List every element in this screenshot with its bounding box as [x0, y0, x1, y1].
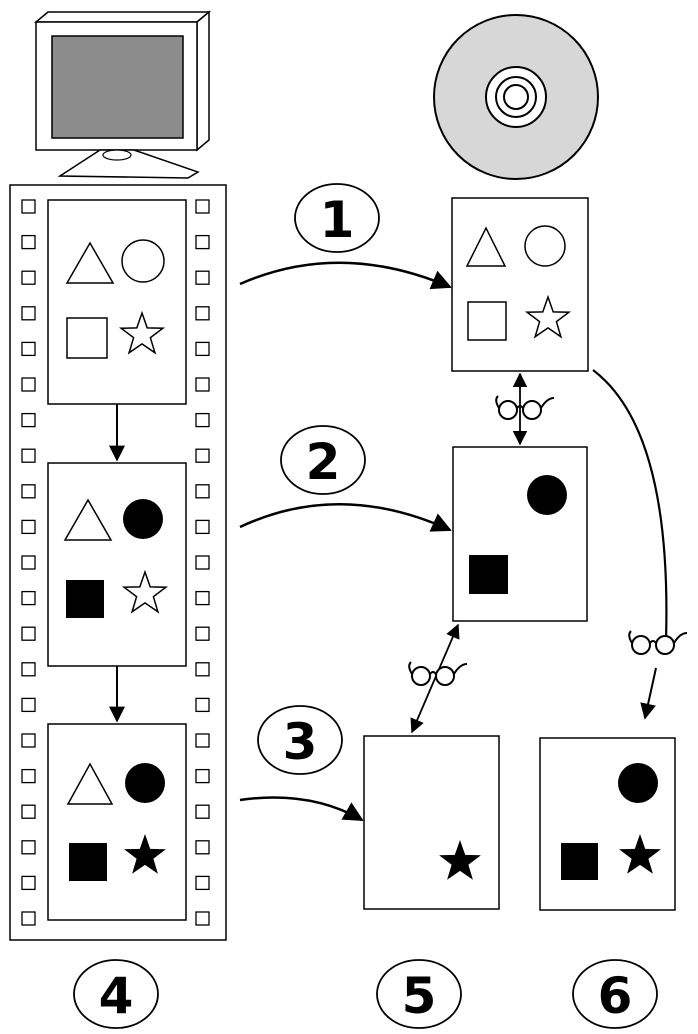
step-3-label: 3 — [283, 713, 318, 771]
film-perforation — [195, 733, 210, 748]
circle-filled — [123, 499, 163, 539]
triangle-outline — [465, 226, 507, 267]
film-perforation — [21, 555, 36, 570]
glasses-icon — [628, 630, 688, 655]
step-1-label: 1 — [320, 191, 355, 249]
film-perforation — [21, 484, 36, 499]
label-5-text: 5 — [402, 967, 437, 1025]
film-perforation — [21, 234, 36, 250]
step-2-label: 2 — [306, 433, 341, 491]
film-frame-3 — [47, 723, 187, 921]
film-perforation — [21, 377, 36, 392]
film-perforation — [195, 234, 210, 250]
output-frame-6 — [539, 737, 676, 911]
film-perforation — [195, 840, 210, 855]
step-1-badge: 1 — [294, 183, 380, 253]
label-5-badge: 5 — [376, 959, 462, 1029]
label-6-badge: 6 — [572, 959, 658, 1029]
square-filled — [69, 843, 107, 881]
film-frame-1 — [47, 199, 187, 405]
film-perforation — [195, 697, 210, 713]
triangle-outline — [65, 241, 115, 284]
arrow-to-6 — [640, 667, 657, 720]
film-perforation — [195, 662, 210, 677]
step-3-badge: 3 — [257, 705, 343, 775]
film-perforation — [195, 199, 210, 214]
film-perforation — [195, 768, 210, 784]
square-filled — [561, 843, 598, 880]
film-perforation — [195, 270, 210, 285]
label-4-badge: 4 — [73, 959, 159, 1029]
film-strip — [9, 184, 227, 941]
film-perforation — [21, 626, 36, 641]
circle-filled — [527, 475, 567, 515]
label-4-text: 4 — [99, 967, 134, 1025]
film-frame-2 — [47, 462, 187, 667]
triangle-outline — [63, 498, 113, 541]
film-perforation — [195, 341, 210, 357]
film-perforation — [195, 590, 210, 606]
film-perforation — [21, 590, 36, 606]
film-perforation — [195, 626, 210, 641]
output-frame-2 — [452, 446, 588, 622]
film-perforation — [195, 804, 210, 819]
arrow-step-2 — [239, 503, 452, 532]
film-perforation — [21, 412, 36, 428]
film-perforation — [21, 341, 36, 357]
film-perforation — [195, 484, 210, 499]
triangle-outline — [66, 762, 114, 805]
compare-arrow-2-5 — [410, 623, 460, 734]
film-perforation — [21, 199, 36, 214]
arrow-step-1 — [239, 261, 452, 290]
film-perforation — [21, 875, 36, 891]
glasses-icon — [495, 395, 555, 420]
monitor-icon — [33, 10, 212, 179]
square-filled — [66, 580, 104, 618]
square-filled — [469, 555, 508, 594]
circle-filled — [125, 763, 165, 803]
film-perforation — [195, 555, 210, 570]
arrow-step-3 — [239, 796, 364, 822]
film-perforation — [195, 448, 210, 463]
film-perforation — [21, 448, 36, 463]
film-perforations-right — [195, 199, 210, 926]
film-perforation — [195, 519, 210, 535]
label-6-text: 6 — [598, 967, 633, 1025]
film-perforation — [21, 804, 36, 819]
disc-icon — [433, 14, 599, 180]
film-perforation — [21, 911, 36, 926]
arrow-1-to-6 — [592, 369, 668, 641]
film-perforation — [195, 377, 210, 392]
film-perforation — [195, 306, 210, 321]
circle-filled — [618, 763, 658, 803]
film-perforation — [21, 733, 36, 748]
film-perforation — [195, 875, 210, 891]
film-perforation — [21, 768, 36, 784]
film-perforation — [21, 662, 36, 677]
film-perforation — [21, 519, 36, 535]
film-perforation — [195, 412, 210, 428]
film-perforation — [21, 697, 36, 713]
step-2-badge: 2 — [280, 425, 366, 495]
film-perforations-left — [21, 199, 36, 926]
film-perforation — [21, 270, 36, 285]
square-outline — [66, 317, 108, 359]
output-frame-1 — [451, 197, 589, 372]
square-outline — [467, 301, 507, 341]
film-perforation — [21, 306, 36, 321]
circle-outline — [524, 225, 566, 267]
film-perforation — [195, 911, 210, 926]
film-perforation — [21, 840, 36, 855]
circle-outline — [121, 239, 165, 283]
glasses-icon — [408, 661, 468, 686]
output-frame-5 — [363, 735, 500, 910]
